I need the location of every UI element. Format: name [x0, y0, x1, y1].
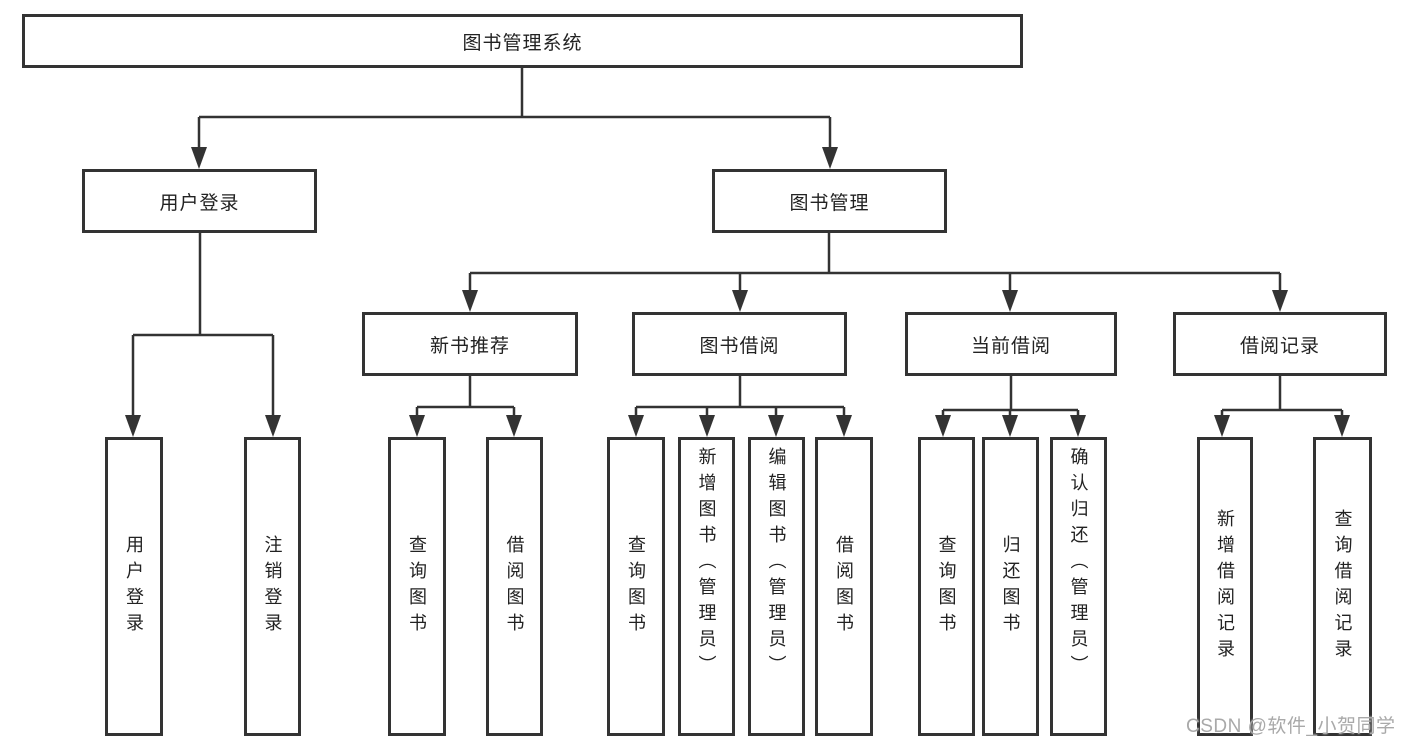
node-borrow-record-label: 借阅记录 [1239, 335, 1320, 357]
node-new-book-recommend-label: 新书推荐 [429, 335, 510, 357]
node-new-book-recommend: 新书推荐 [362, 312, 578, 376]
node-book-borrow-label: 图书借阅 [699, 335, 780, 357]
node-user-login-label: 用户登录 [159, 192, 240, 214]
leaf-query-books-borrow-label: 查询图书 [626, 534, 646, 639]
leaf-user-login-label: 用户登录 [124, 534, 144, 639]
node-root: 图书管理系统 [22, 14, 1023, 68]
node-borrow-record: 借阅记录 [1173, 312, 1387, 376]
leaf-add-borrow-record: 新增借阅记录 [1197, 437, 1253, 736]
leaf-query-borrow-record-label: 查询借阅记录 [1332, 508, 1353, 665]
leaf-query-books-recommend-label: 查询图书 [407, 534, 427, 639]
leaf-user-login: 用户登录 [105, 437, 163, 736]
leaf-add-borrow-record-label: 新增借阅记录 [1215, 508, 1235, 665]
watermark: CSDN @软件_小贺同学 [1186, 716, 1396, 737]
leaf-return-books-label: 归还图书 [1000, 534, 1021, 639]
node-user-login: 用户登录 [82, 169, 317, 233]
arrowheads [125, 147, 1350, 437]
node-book-borrow: 图书借阅 [632, 312, 847, 376]
leaf-borrow-books-recommend-label: 借阅图书 [504, 534, 525, 639]
leaf-borrow-books-label: 借阅图书 [834, 534, 854, 639]
leaf-edit-books-admin: 编辑图书（管理员） [748, 437, 805, 736]
node-root-label: 图书管理系统 [462, 32, 583, 54]
leaf-return-books: 归还图书 [982, 437, 1039, 736]
leaf-query-borrow-record: 查询借阅记录 [1313, 437, 1372, 736]
node-current-borrow-label: 当前借阅 [970, 335, 1051, 357]
leaf-add-books-admin: 新增图书（管理员） [678, 437, 735, 736]
node-book-management-label: 图书管理 [789, 192, 870, 214]
leaf-confirm-return-admin-label: 确认归还（管理员） [1068, 447, 1089, 681]
leaf-add-books-admin-label: 新增图书（管理员） [696, 447, 717, 681]
node-book-management: 图书管理 [712, 169, 947, 233]
leaf-borrow-books: 借阅图书 [815, 437, 873, 736]
leaf-query-books-current-label: 查询图书 [936, 534, 957, 639]
node-current-borrow: 当前借阅 [905, 312, 1117, 376]
leaf-query-books-current: 查询图书 [918, 437, 975, 736]
leaf-query-books-borrow: 查询图书 [607, 437, 665, 736]
leaf-confirm-return-admin: 确认归还（管理员） [1050, 437, 1107, 736]
leaf-edit-books-admin-label: 编辑图书（管理员） [766, 447, 787, 681]
leaf-borrow-books-recommend: 借阅图书 [486, 437, 543, 736]
leaf-query-books-recommend: 查询图书 [388, 437, 446, 736]
leaf-logout-label: 注销登录 [262, 534, 283, 639]
leaf-logout: 注销登录 [244, 437, 301, 736]
